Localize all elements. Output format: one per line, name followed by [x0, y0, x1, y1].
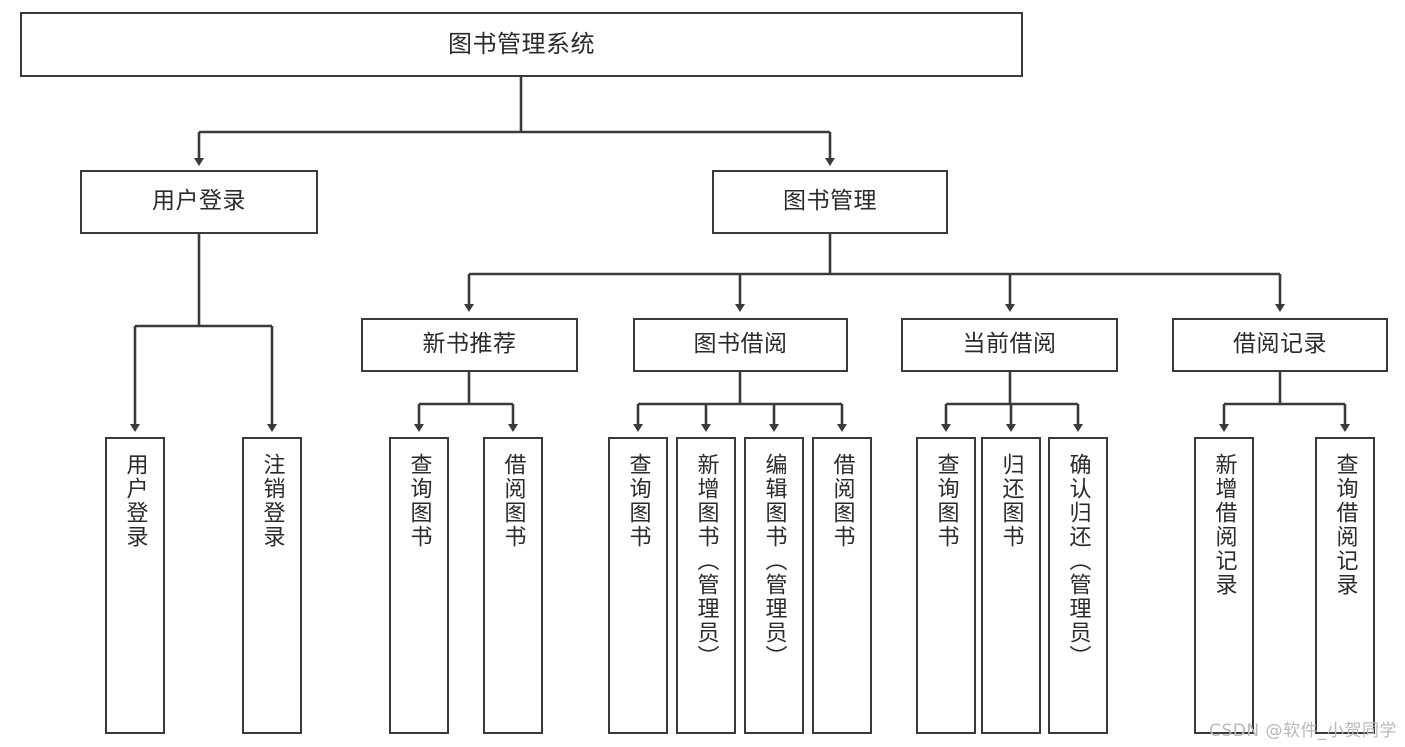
node-label: 新增借阅记录 — [1211, 453, 1237, 597]
node-new-book-recommendation[interactable]: 新书推荐 — [361, 318, 578, 372]
leaf-borrow-book-newbook[interactable]: 借阅图书 — [483, 437, 543, 734]
node-current-borrowing[interactable]: 当前借阅 — [901, 318, 1118, 372]
node-label: 查询图书 — [933, 453, 959, 549]
node-label: 确认归还（管理员） — [1065, 453, 1091, 669]
node-label: 编辑图书（管理员） — [761, 453, 787, 669]
leaf-add-borrow-record[interactable]: 新增借阅记录 — [1194, 437, 1254, 734]
node-label: 借阅图书 — [500, 453, 526, 549]
leaf-query-borrow-record[interactable]: 查询借阅记录 — [1315, 437, 1375, 734]
node-label: 新书推荐 — [422, 331, 517, 358]
node-label: 当前借阅 — [962, 331, 1057, 358]
leaf-query-book-newbook[interactable]: 查询图书 — [389, 437, 449, 734]
leaf-add-book-admin[interactable]: 新增图书（管理员） — [676, 437, 736, 734]
node-label: 查询图书 — [625, 453, 651, 549]
csdn-watermark: CSDN @软件_小贺同学 — [1209, 721, 1397, 741]
node-book-borrowing[interactable]: 图书借阅 — [633, 318, 848, 372]
leaf-query-book-borrow[interactable]: 查询图书 — [608, 437, 668, 734]
node-book-management[interactable]: 图书管理 — [712, 170, 948, 234]
node-label: 查询借阅记录 — [1332, 453, 1358, 597]
leaf-user-login[interactable]: 用户登录 — [105, 437, 165, 734]
leaf-confirm-return-admin[interactable]: 确认归还（管理员） — [1048, 437, 1108, 734]
node-root-book-management-system[interactable]: 图书管理系统 — [20, 12, 1023, 77]
node-label: 查询图书 — [406, 453, 432, 549]
leaf-logout[interactable]: 注销登录 — [242, 437, 302, 734]
leaf-query-book-current[interactable]: 查询图书 — [916, 437, 976, 734]
node-label: 注销登录 — [259, 453, 285, 549]
node-label: 图书管理 — [783, 188, 877, 215]
node-label: 新增图书（管理员） — [693, 453, 719, 669]
node-label: 用户登录 — [122, 453, 148, 549]
node-user-login[interactable]: 用户登录 — [80, 170, 318, 234]
node-label: 图书借阅 — [693, 331, 788, 358]
node-label: 图书管理系统 — [448, 30, 595, 59]
node-label: 用户登录 — [152, 188, 246, 215]
leaf-edit-book-admin[interactable]: 编辑图书（管理员） — [744, 437, 804, 734]
node-label: 借阅记录 — [1233, 331, 1327, 358]
node-label: 借阅图书 — [829, 453, 855, 549]
leaf-return-book[interactable]: 归还图书 — [981, 437, 1041, 734]
node-label: 归还图书 — [998, 453, 1024, 549]
node-borrowing-record[interactable]: 借阅记录 — [1172, 318, 1388, 372]
leaf-borrow-book-borrow[interactable]: 借阅图书 — [812, 437, 872, 734]
